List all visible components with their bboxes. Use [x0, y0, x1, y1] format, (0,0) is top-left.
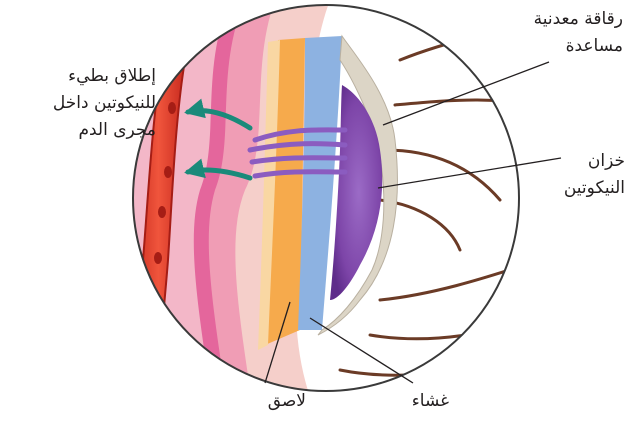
reservoir-label: خزان النيكوتين [564, 148, 625, 202]
magnified-view [120, 0, 560, 422]
adhesive-label-text: لاصق [268, 388, 306, 415]
foil-label-line2: مساعدة [534, 33, 623, 60]
reservoir-label-line1: خزان [564, 148, 625, 175]
adhesive-label: لاصق [268, 388, 306, 415]
foil-label: رقاقة معدنية مساعدة [534, 6, 623, 60]
foil-label-line1: رقاقة معدنية [534, 6, 623, 33]
release-label-line1: إطلاق بطيء [53, 63, 156, 90]
membrane-label-text: غشاء [412, 388, 449, 415]
membrane-label: غشاء [412, 388, 449, 415]
reservoir-label-line2: النيكوتين [564, 175, 625, 202]
release-label: إطلاق بطيء للنيكوتين داخل مجرى الدم [53, 63, 156, 144]
release-label-line2: للنيكوتين داخل [53, 90, 156, 117]
release-label-line3: مجرى الدم [53, 117, 156, 144]
